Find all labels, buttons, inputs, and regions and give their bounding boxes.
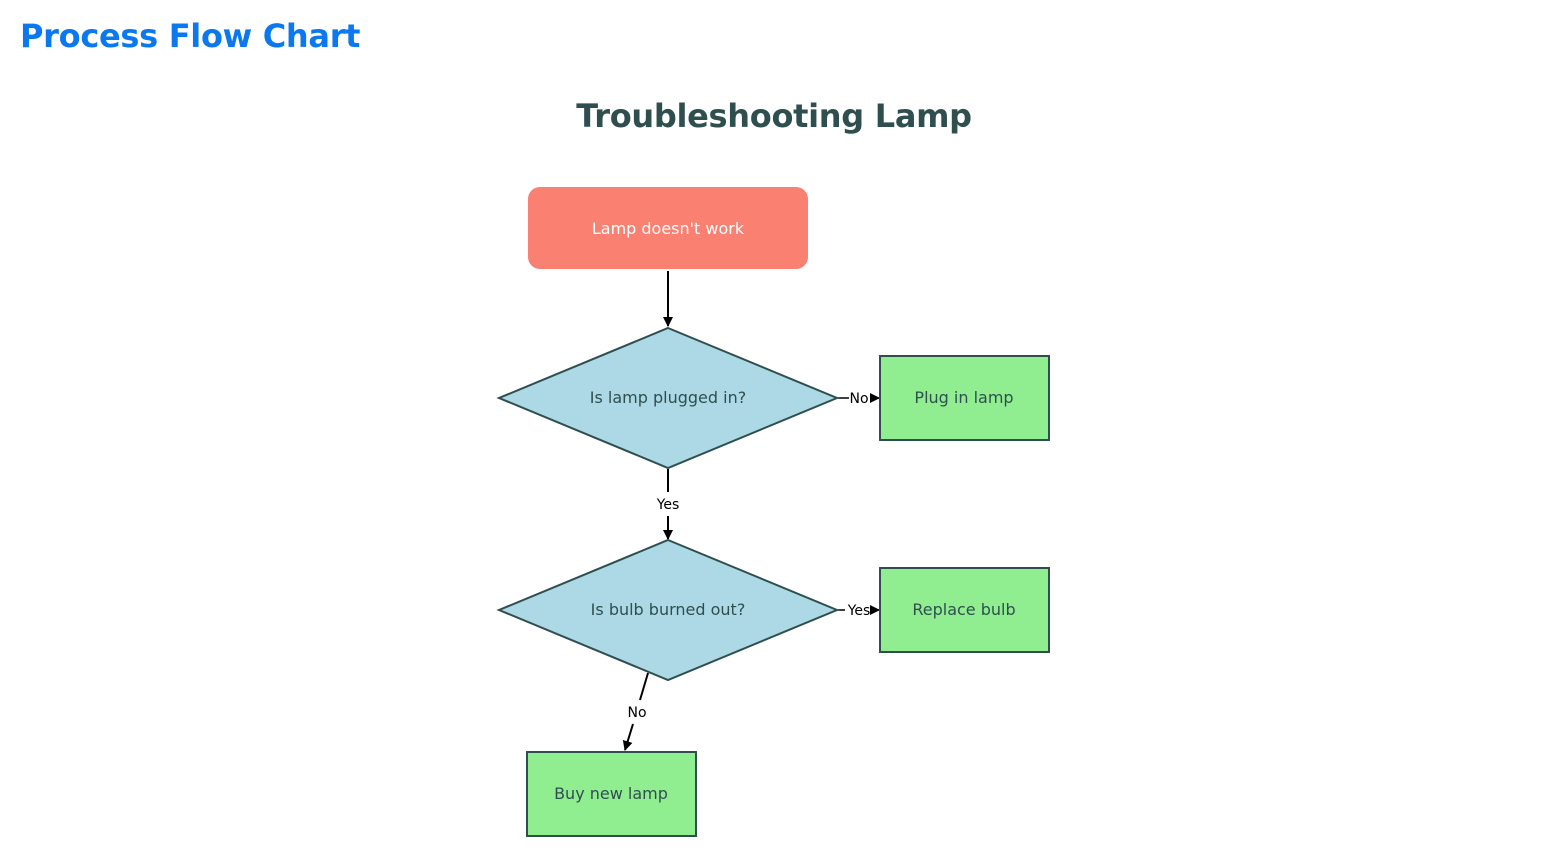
- node-action-replace-bulb[interactable]: Replace bulb: [879, 567, 1050, 653]
- edge-bulb-yes: Yes: [837, 603, 880, 619]
- node-start-label: Lamp doesn't work: [592, 219, 745, 238]
- node-action-plug-in[interactable]: Plug in lamp: [879, 355, 1050, 441]
- edge-bulb-no: No: [622, 672, 649, 751]
- edge-label-bulb-yes: Yes: [847, 603, 871, 619]
- node-start[interactable]: Lamp doesn't work: [528, 187, 808, 269]
- app-title: Process Flow Chart: [20, 17, 361, 55]
- edge-label-plugged-yes: Yes: [656, 497, 680, 513]
- node-action-plug-in-label: Plug in lamp: [914, 388, 1013, 407]
- node-action-replace-bulb-label: Replace bulb: [912, 600, 1015, 619]
- diagram-title: Troubleshooting Lamp: [576, 97, 972, 135]
- edges: No Yes Yes No: [622, 271, 880, 751]
- node-decision-bulb[interactable]: Is bulb burned out?: [496, 538, 840, 682]
- node-action-buy-lamp[interactable]: Buy new lamp: [526, 751, 697, 837]
- node-decision-plugged[interactable]: Is lamp plugged in?: [496, 326, 840, 470]
- edge-plugged-yes: Yes: [656, 469, 680, 540]
- node-decision-plugged-label: Is lamp plugged in?: [590, 388, 746, 407]
- node-action-buy-lamp-label: Buy new lamp: [554, 784, 668, 803]
- edge-plugged-no: No: [837, 391, 880, 407]
- edge-label-bulb-no: No: [627, 705, 646, 721]
- nodes: Lamp doesn't work Is lamp plugged in? Pl…: [496, 187, 1050, 837]
- edge-label-plugged-no: No: [849, 391, 868, 407]
- node-decision-bulb-label: Is bulb burned out?: [591, 600, 746, 619]
